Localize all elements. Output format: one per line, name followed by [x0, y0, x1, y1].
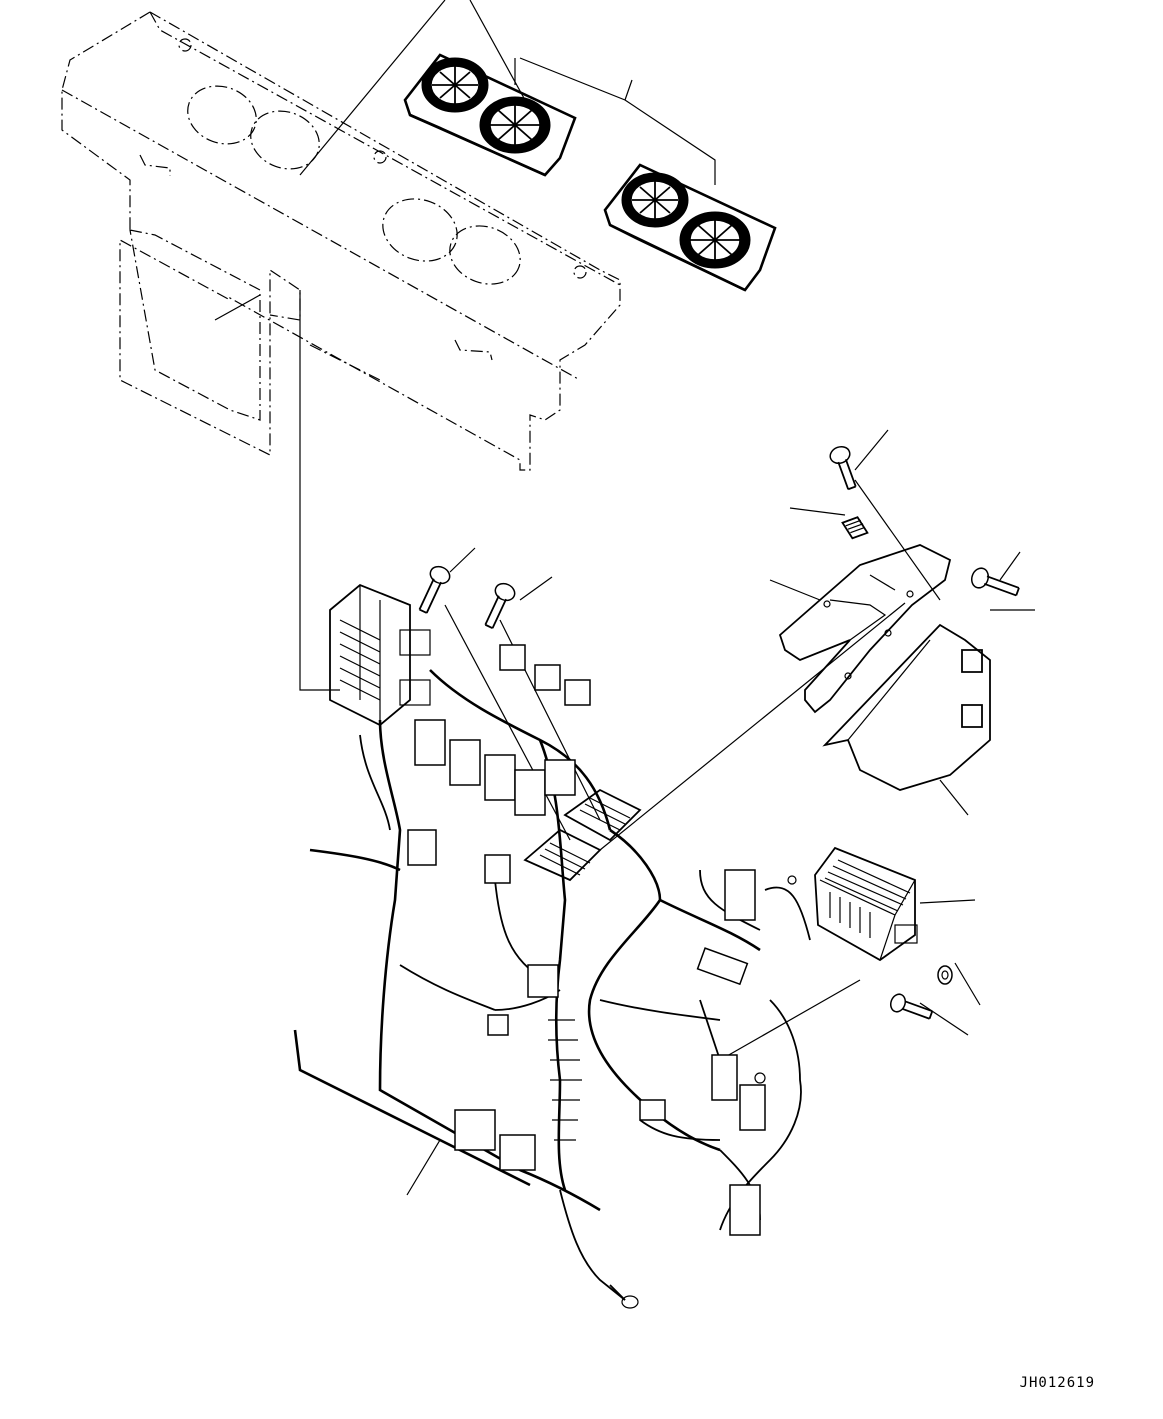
mounting-bracket — [778, 544, 952, 714]
wiring-harness — [293, 644, 811, 1309]
cover-plate — [822, 623, 991, 791]
air-vent-assembly-upper — [403, 53, 577, 177]
drawing-reference-code: JH012619 — [1019, 1375, 1095, 1391]
leader-lines — [214, 0, 1035, 1196]
ground-terminal — [609, 1284, 626, 1301]
air-vent-assembly-lower — [603, 163, 777, 292]
bolts — [418, 445, 1020, 1020]
fuse-box — [329, 583, 431, 727]
washer — [937, 965, 953, 985]
dashboard-panel — [61, 11, 621, 471]
controller-module — [814, 846, 918, 962]
